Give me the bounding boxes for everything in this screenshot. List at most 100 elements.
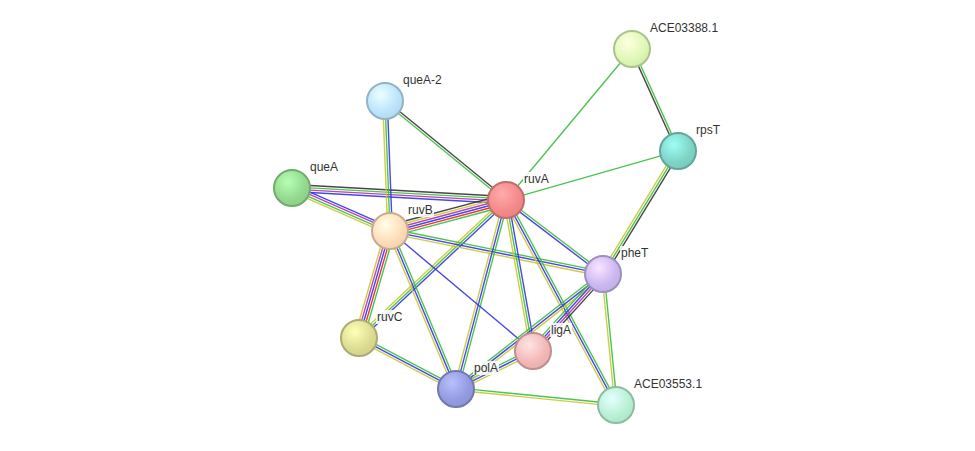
node-circle (371, 212, 409, 250)
evidence-line (544, 287, 590, 337)
evidence-line (397, 248, 449, 373)
interaction-edge (471, 357, 518, 383)
node-label: rpsT (695, 123, 721, 137)
evidence-line (463, 218, 504, 372)
interaction-edge (610, 165, 670, 260)
node-circle (340, 319, 378, 357)
node-label: queA-2 (402, 73, 443, 87)
interaction-edge (383, 119, 391, 213)
evidence-line (474, 390, 598, 402)
evidence-line (474, 392, 598, 404)
evidence-line (470, 285, 589, 378)
evidence-line (310, 186, 488, 196)
evidence-line (309, 194, 374, 223)
node-label: ligA (550, 323, 572, 337)
evidence-line (310, 188, 488, 198)
node-circle (437, 370, 475, 408)
interaction-edge (374, 344, 441, 382)
interaction-edge (638, 65, 671, 135)
protein-node: queA-2 (366, 82, 404, 120)
node-label: queA (309, 160, 339, 174)
evidence-line (604, 292, 613, 387)
evidence-line (371, 211, 492, 324)
evidence-line (400, 112, 493, 188)
interaction-edge (523, 156, 660, 195)
evidence-line (473, 361, 518, 383)
node-circle (584, 255, 622, 293)
evidence-line (546, 288, 592, 338)
interaction-edge (604, 292, 616, 387)
interaction-edge (520, 210, 590, 264)
evidence-line (638, 66, 669, 135)
evidence-line (376, 344, 441, 378)
evidence-line (307, 198, 372, 227)
evidence-line (310, 190, 488, 200)
evidence-line (548, 290, 594, 340)
interaction-edge (474, 390, 598, 405)
interaction-edge (507, 217, 532, 333)
protein-node: ruvC (340, 319, 378, 357)
evidence-line (640, 65, 671, 134)
interaction-edge (518, 63, 621, 186)
evidence-line (512, 217, 605, 390)
node-label: polA (473, 361, 499, 375)
node-label: ruvB (407, 203, 434, 217)
interaction-edge (310, 186, 488, 203)
node-label: ruvA (523, 172, 550, 186)
protein-node: ruvB (371, 212, 409, 250)
evidence-line (383, 119, 387, 213)
evidence-line (515, 216, 608, 389)
protein-node: ligA (514, 332, 552, 370)
protein-node: ACE03553.1 (597, 386, 635, 424)
evidence-line (398, 113, 491, 189)
evidence-line (375, 346, 440, 380)
evidence-line (606, 292, 615, 387)
node-circle (487, 181, 525, 219)
protein-node: rpsT (659, 132, 697, 170)
interaction-edge (307, 192, 375, 227)
node-circle (273, 169, 311, 207)
evidence-line (469, 283, 588, 376)
interaction-edge (469, 283, 590, 379)
evidence-line (360, 247, 381, 319)
interaction-edge (512, 215, 609, 390)
node-circle (366, 82, 404, 120)
interaction-edge (371, 211, 495, 328)
protein-node: pheT (584, 255, 622, 293)
evidence-line (520, 212, 588, 264)
evidence-line (472, 287, 591, 380)
evidence-line (308, 196, 373, 225)
node-circle (613, 30, 651, 68)
node-label: pheT (620, 246, 649, 260)
evidence-line (406, 201, 487, 223)
evidence-line (612, 166, 668, 258)
node-label: ACE03553.1 (633, 377, 703, 391)
interaction-edge (398, 112, 493, 190)
evidence-line (404, 243, 519, 340)
node-circle (597, 386, 635, 424)
protein-node: polA (437, 370, 475, 408)
protein-node: ACE03388.1 (613, 30, 651, 68)
evidence-line (374, 348, 439, 382)
interaction-edge (543, 285, 594, 340)
node-circle (514, 332, 552, 370)
evidence-line (614, 168, 670, 260)
evidence-line (518, 63, 621, 186)
protein-node: queA (273, 169, 311, 207)
evidence-line (399, 247, 451, 372)
node-circle (659, 132, 697, 170)
evidence-line (610, 165, 666, 257)
evidence-line (523, 156, 660, 195)
evidence-line (408, 235, 586, 271)
node-label: ruvC (376, 310, 403, 324)
evidence-line (406, 199, 487, 221)
interaction-edge (404, 243, 519, 340)
node-label: ACE03388.1 (649, 21, 719, 35)
evidence-line (407, 204, 488, 226)
evidence-line (408, 232, 586, 268)
evidence-line (521, 210, 589, 262)
evidence-line (472, 359, 517, 381)
protein-node: ruvA (487, 181, 525, 219)
